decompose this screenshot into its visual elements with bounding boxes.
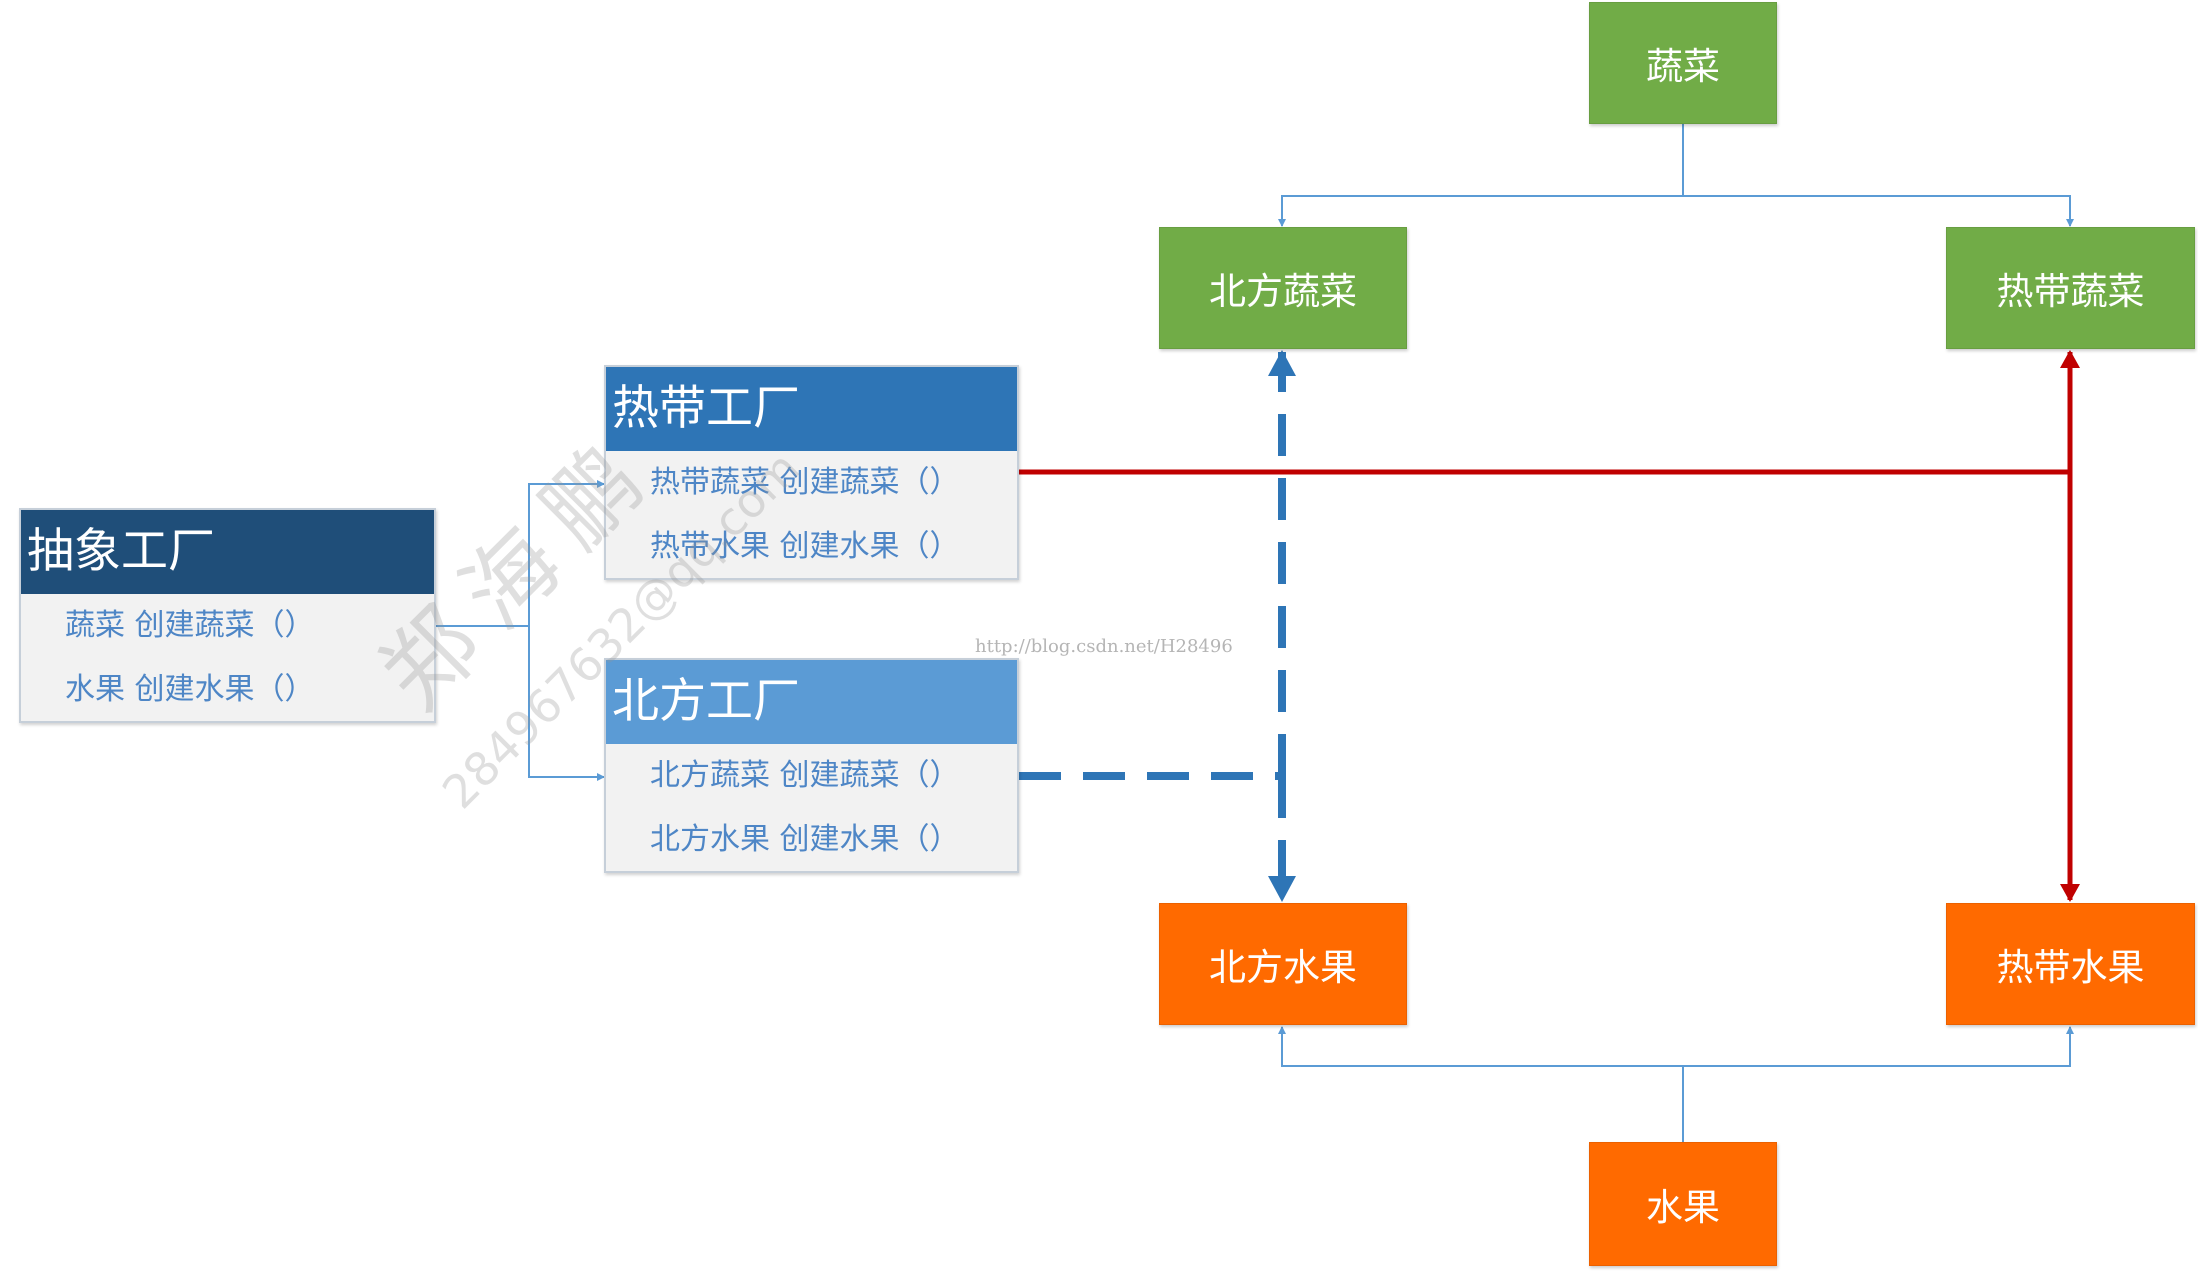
abstract-factory-method-vegetable: 蔬菜 创建蔬菜（）: [65, 608, 315, 643]
vegetable-to-north-vegetable-connector: [1278, 195, 1683, 227]
watermark-url: http://blog.csdn.net/H28496: [975, 636, 1233, 657]
north-vegetable-box: 北方蔬菜: [1159, 227, 1407, 349]
tropical-factory-method-fruit: 热带水果 创建水果（）: [650, 529, 960, 564]
tropical-factory-title: 热带工厂: [606, 367, 1017, 451]
fruit-to-tropical-fruit-connector: [1683, 1026, 2074, 1067]
tropical-fruit-box: 热带水果: [1946, 903, 2195, 1025]
north-factory-method-vegetable: 北方蔬菜 创建蔬菜（）: [650, 758, 960, 793]
north-factory-title: 北方工厂: [606, 660, 1017, 744]
tropical-factory-method-vegetable: 热带蔬菜 创建蔬菜（）: [650, 465, 960, 500]
abstract-factory-box: 抽象工厂 蔬菜 创建蔬菜（） 水果 创建水果（）: [19, 508, 436, 723]
vegetable-to-tropical-vegetable-connector: [1683, 195, 2074, 227]
tropical-vegetable-box: 热带蔬菜: [1946, 227, 2195, 349]
inheritance-connector-tropical: [436, 480, 605, 627]
abstract-factory-title: 抽象工厂: [21, 510, 434, 594]
tropical-factory-box: 热带工厂 热带蔬菜 创建蔬菜（） 热带水果 创建水果（）: [604, 365, 1019, 580]
abstract-factory-method-fruit: 水果 创建水果（）: [65, 672, 315, 707]
vegetable-box: 蔬菜: [1589, 2, 1777, 124]
fruit-box: 水果: [1589, 1142, 1777, 1266]
north-factory-method-fruit: 北方水果 创建水果（）: [650, 822, 960, 857]
north-factory-box: 北方工厂 北方蔬菜 创建蔬菜（） 北方水果 创建水果（）: [604, 658, 1019, 873]
inheritance-connector-north: [528, 626, 605, 781]
north-fruit-box: 北方水果: [1159, 903, 1407, 1025]
fruit-to-north-fruit-connector: [1278, 1026, 1683, 1067]
